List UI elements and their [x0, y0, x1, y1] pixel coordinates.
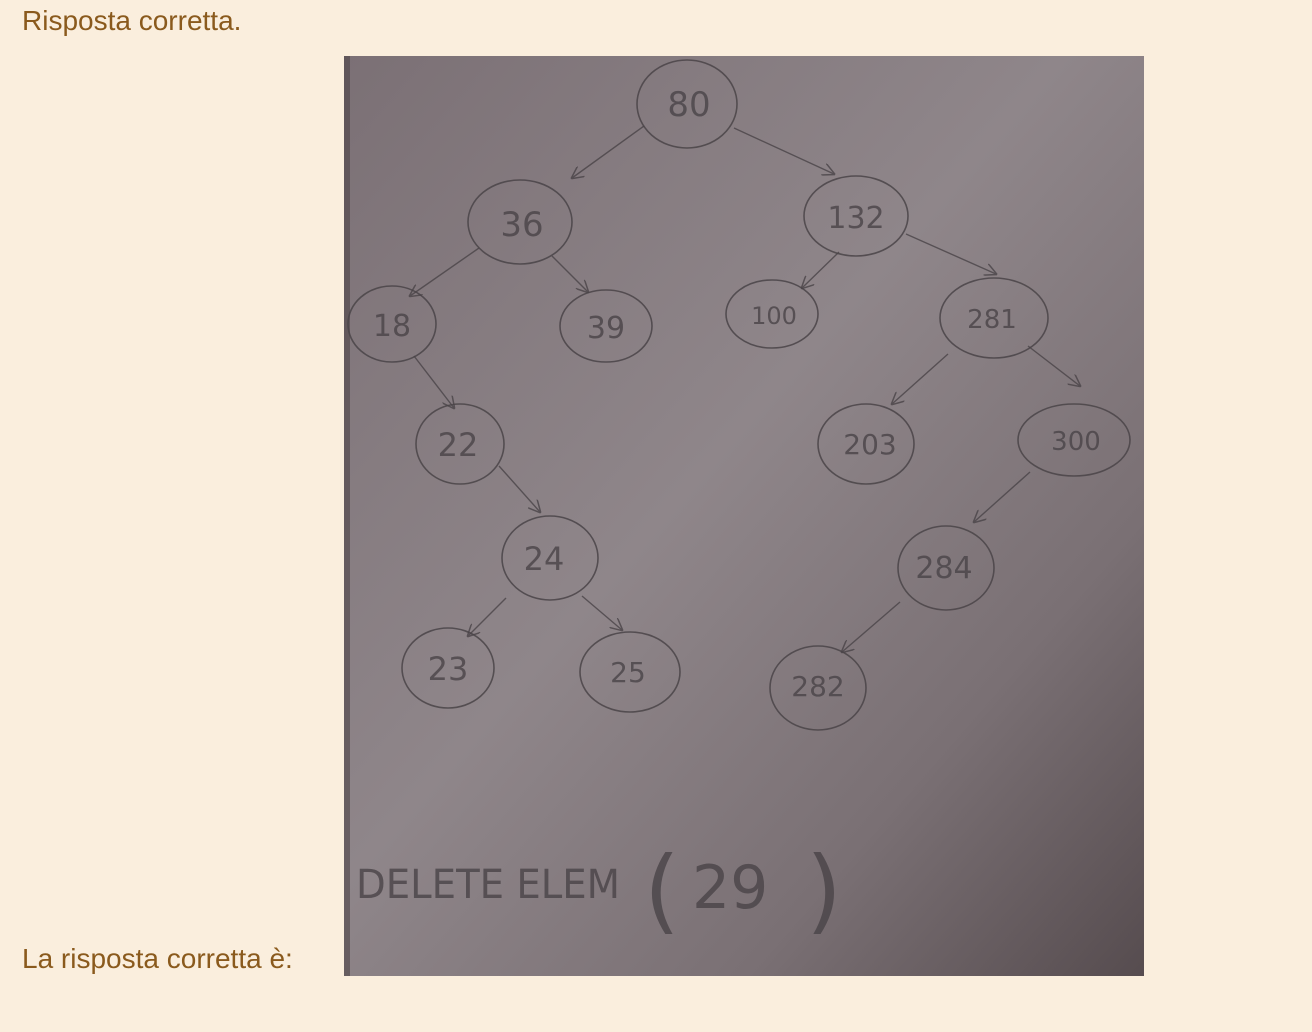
caption-open-paren: (: [644, 837, 680, 944]
tree-node-80: [636, 59, 738, 149]
tree-edges: [410, 125, 1080, 652]
node-label: 36: [500, 205, 543, 245]
node-label: 80: [667, 85, 710, 125]
tree-node-284: [897, 525, 995, 611]
node-label: 282: [791, 670, 844, 703]
node-label: 25: [610, 656, 646, 689]
tree-nodes: [347, 59, 1131, 731]
node-label: 24: [524, 540, 565, 578]
feedback-status: Risposta corretta.: [22, 5, 242, 36]
node-label: 132: [827, 201, 884, 236]
tree-node-281: [939, 277, 1049, 359]
tree-node-24: [501, 515, 599, 601]
tree-node-100: [725, 279, 819, 349]
node-label: 39: [587, 311, 625, 346]
answer-image-tree-drawing: 80 36 132 18 39 100 281 22 203 300 24 28…: [344, 56, 1144, 976]
node-label: 300: [1051, 427, 1101, 457]
node-label: 22: [438, 426, 479, 464]
node-label: 18: [373, 309, 411, 344]
tree-node-132: [803, 175, 909, 257]
tree-node-23: [401, 627, 495, 709]
node-label: 281: [967, 305, 1017, 335]
paper-background: [344, 56, 1144, 976]
caption-command: DELETE ELEM: [356, 862, 620, 908]
tree-node-39: [559, 289, 653, 363]
tree-node-25: [579, 631, 681, 713]
node-label: 284: [915, 551, 972, 586]
tree-node-22: [415, 403, 505, 485]
caption-close-paren: ): [806, 837, 842, 944]
tree-node-18: [347, 285, 437, 363]
tree-node-36: [467, 179, 573, 265]
node-label: 23: [428, 650, 469, 688]
caption-value: 29: [692, 853, 768, 923]
node-label: 203: [843, 428, 896, 461]
tree-node-203: [817, 403, 915, 485]
node-label: 100: [751, 302, 797, 330]
tree-node-282: [769, 645, 867, 731]
correct-answer-label: La risposta corretta è:: [22, 943, 293, 974]
tree-node-300: [1017, 403, 1131, 477]
